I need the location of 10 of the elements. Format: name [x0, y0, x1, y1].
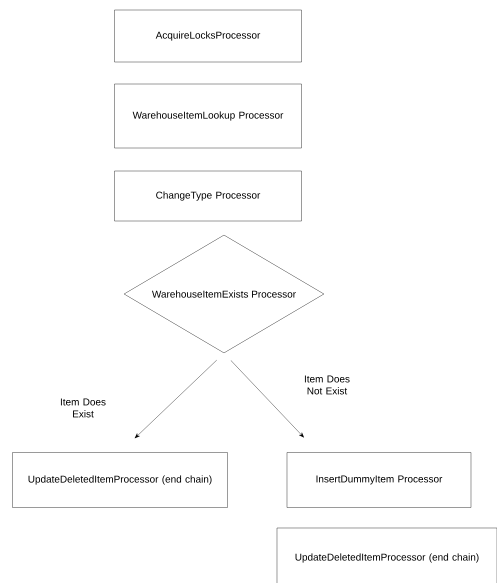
process-box: InsertDummyItem Processor — [286, 452, 472, 508]
process-box: AcquireLocksProcessor — [114, 10, 302, 62]
edge-label: Item Does Not Exist — [295, 374, 359, 396]
process-box: UpdateDeletedItemProcessor (end chain) — [12, 452, 228, 508]
process-box: WarehouseItemLookup Processor — [114, 84, 302, 148]
process-box: UpdateDeletedItemProcessor (end chain) — [276, 528, 497, 583]
edge-label: Item Does Exist — [51, 398, 115, 418]
arrow — [230, 360, 304, 438]
arrow — [134, 360, 217, 438]
process-box: ChangeType Processor — [114, 170, 302, 222]
